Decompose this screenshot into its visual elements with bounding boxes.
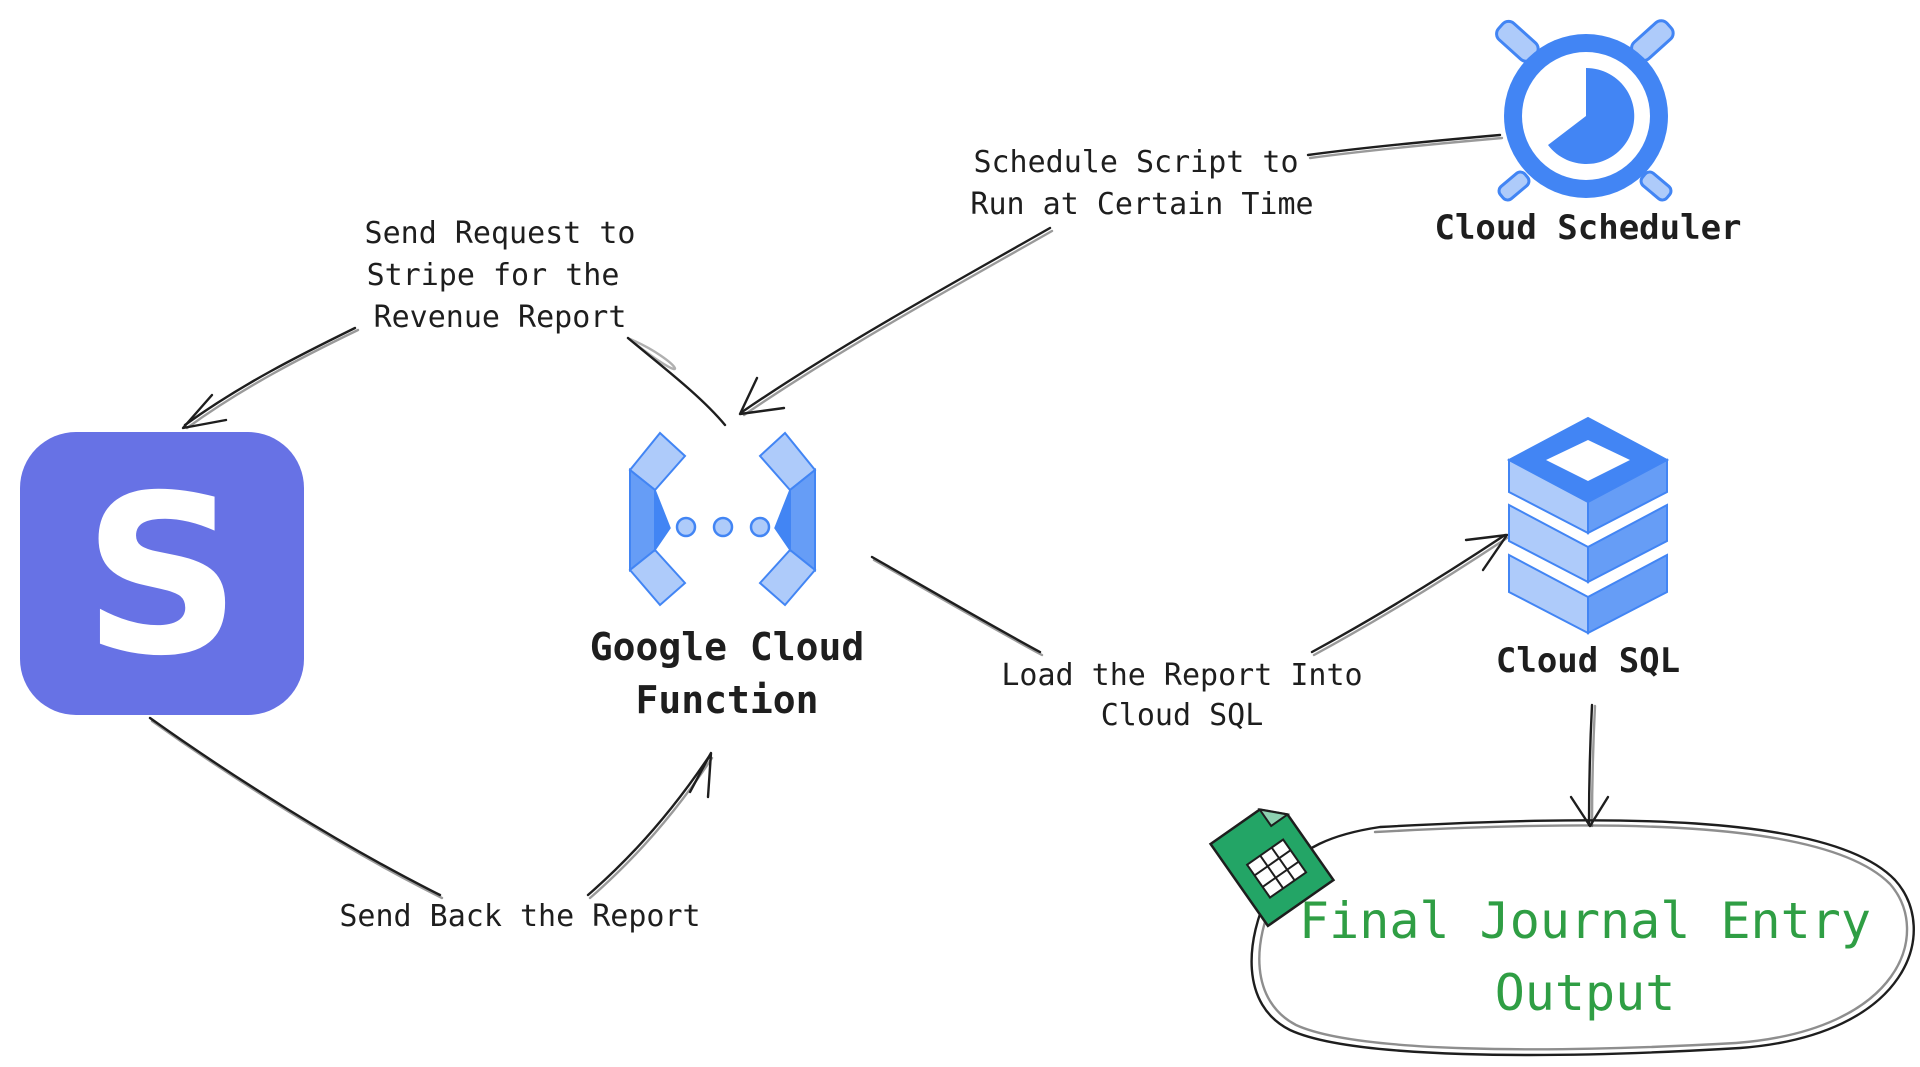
cloud-scheduler-node: Cloud Scheduler (1434, 19, 1742, 248)
edge-label-send-back: Send Back the Report (339, 899, 700, 934)
final-output-label-line1: Final Journal Entry (1299, 892, 1871, 950)
edge-label-line: Send Request to (365, 216, 636, 251)
gcf-node: Google Cloud Function (590, 431, 865, 722)
edge-label-line: Schedule Script to (973, 145, 1298, 180)
edge-label-line: Cloud SQL (1101, 698, 1264, 733)
edge-label-schedule: Schedule Script to Run at Certain Time (970, 145, 1313, 222)
cloud-scheduler-label: Cloud Scheduler (1434, 208, 1741, 248)
gcf-label-line2: Function (635, 678, 818, 722)
gcf-label-line1: Google Cloud (590, 625, 865, 669)
edge-label-line: Stripe for the (367, 258, 620, 293)
cloud-sql-label: Cloud SQL (1496, 641, 1680, 681)
google-sheets-icon (1208, 808, 1336, 928)
edge-schedule (738, 133, 1504, 417)
final-output-label-line2: Output (1495, 964, 1676, 1022)
edge-label-line: Load the Report Into (1001, 658, 1362, 693)
stripe-logo-letter: S (83, 448, 241, 704)
edge-label-line: Revenue Report (374, 300, 627, 335)
edge-label-line: Run at Certain Time (970, 187, 1313, 222)
stripe-logo-icon: S (20, 432, 304, 715)
edge-label-line: Send Back the Report (339, 899, 700, 934)
edge-sql-to-output (1569, 703, 1610, 828)
edge-label-load: Load the Report Into Cloud SQL (1001, 658, 1362, 733)
final-output-node: Final Journal Entry Output (1208, 808, 1915, 1057)
cloud-sql-node: Cloud SQL (1496, 416, 1680, 681)
alarm-clock-icon (1495, 19, 1675, 202)
stripe-node: S (20, 432, 304, 715)
cloud-functions-icon (628, 431, 817, 607)
edge-send-request (181, 326, 727, 430)
edge-send-back (148, 716, 714, 900)
edge-label-send-request: Send Request to Stripe for the Revenue R… (365, 216, 636, 335)
edge-load (870, 533, 1509, 657)
database-stack-icon (1506, 416, 1670, 635)
